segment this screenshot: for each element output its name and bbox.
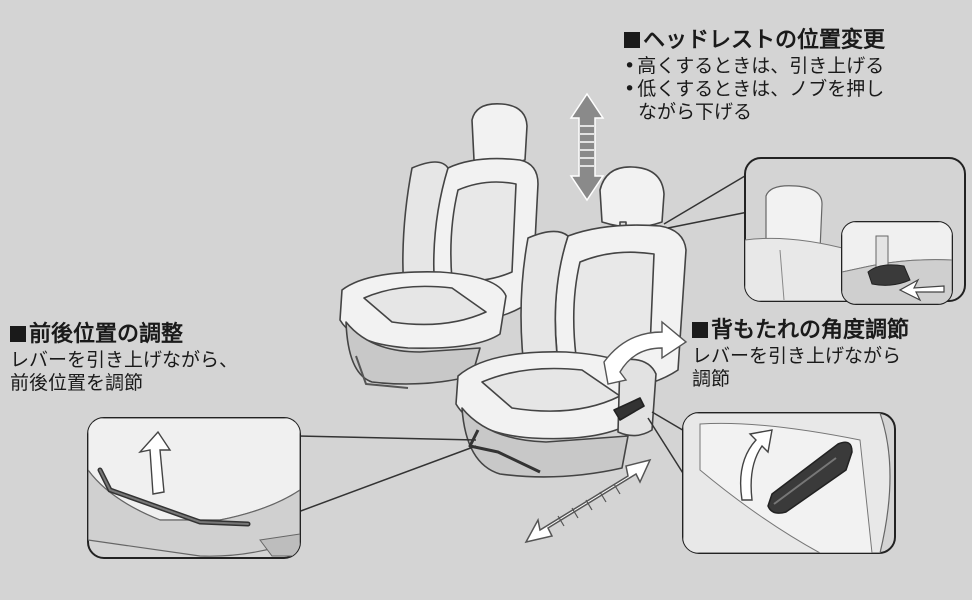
slide-label: 前後位置の調整 レバーを引き上げながら、 前後位置を調節 — [10, 322, 238, 395]
rear-seat-rail — [355, 355, 409, 389]
square-bullet-icon — [624, 32, 640, 48]
rear-seat-cushion-panel — [363, 285, 487, 326]
slide-title: 前後位置の調整 — [29, 322, 184, 347]
headrest-label: ヘッドレストの位置変更 高くするときは、引き上げる 低くするときは、ノブを押し … — [624, 28, 885, 124]
rear-seat-backrest-panel — [450, 181, 517, 282]
recline-line2: 調節 — [692, 368, 731, 390]
slide-lever-inset — [87, 417, 301, 559]
front-seat-headrest — [599, 166, 665, 228]
recline-label: 背もたれの角度調節 レバーを引き上げながら 調節 — [692, 318, 909, 391]
headrest-bullet-raise: 高くするときは、引き上げる — [624, 55, 885, 78]
recline-line1: レバーを引き上げながら — [692, 344, 902, 367]
slide-arrow — [524, 458, 652, 544]
slide-line2: 前後位置を調節 — [10, 372, 144, 394]
square-bullet-icon — [692, 322, 708, 338]
front-seat-base — [461, 407, 629, 478]
recline-title: 背もたれの角度調節 — [711, 318, 910, 343]
front-seat-side-cover — [617, 358, 657, 437]
rear-seat — [339, 103, 539, 389]
headrest-knob-inset — [744, 157, 966, 305]
front-seat-slide-bar — [468, 429, 541, 474]
recline-arrow — [603, 320, 688, 385]
headrest-arrow — [569, 92, 605, 202]
slide-line1: レバーを引き上げながら、 — [10, 348, 239, 371]
headrest-bullet-lower: 低くするときは、ノブを押し — [624, 78, 885, 101]
recline-lever-inset — [682, 412, 896, 554]
rear-seat-headrest — [471, 103, 528, 165]
headrest-title: ヘッドレストの位置変更 — [643, 28, 886, 53]
front-seat-recline-lever — [613, 397, 645, 421]
rear-seat-base — [345, 321, 481, 385]
headrest-bullet-lower-cont: ながら下げる — [638, 101, 753, 124]
square-bullet-icon — [10, 326, 26, 342]
